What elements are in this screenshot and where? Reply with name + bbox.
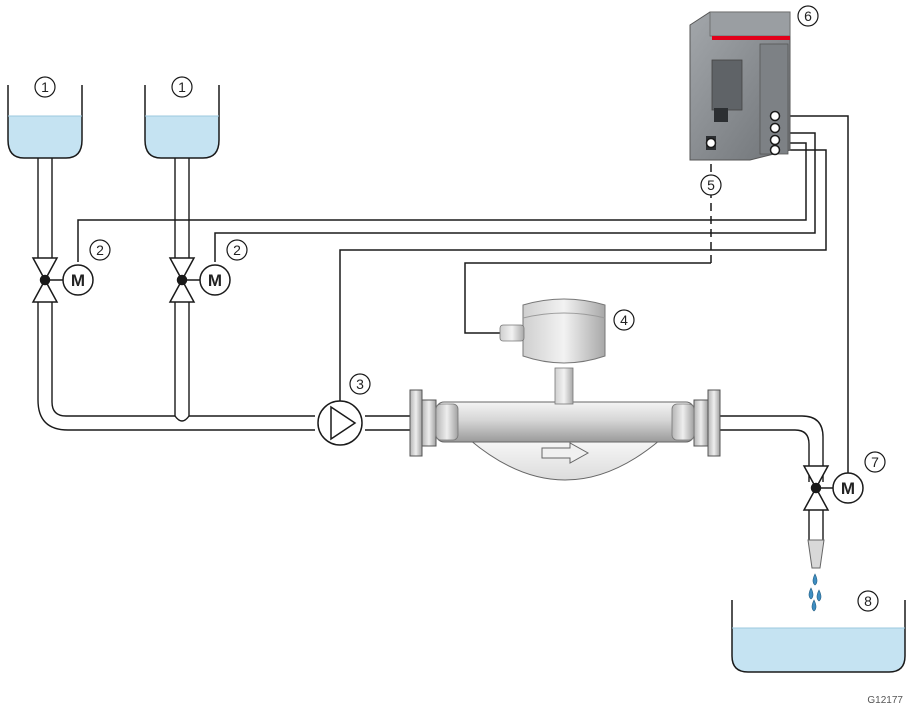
callout-circle-valve-left [89,239,111,261]
callout-number-receiving-tank: 8 [864,593,872,609]
callouts [34,5,886,612]
plc-terminal-2 [769,122,781,134]
flange-right-inner [693,399,709,447]
motor-label-right: M [208,271,222,290]
tank-left-outline [7,85,83,159]
callout-circle-valve-right [226,239,248,261]
valve-right-motor [199,264,231,296]
plc-top-strip [709,11,791,37]
pipe-meter-outlet [720,415,824,482]
plc-terminal-1 [769,110,781,122]
plc-display-panel [711,59,743,111]
pipe-to-nozzle [808,505,824,540]
drop-4 [811,599,817,612]
valve-right-pivot [176,274,188,286]
flow-direction-arrow-icon [541,442,590,464]
figure-id: G12177 [867,695,903,706]
plc-ethernet-port [714,108,728,122]
plc-terminal-3 [769,134,781,146]
receiving-tank [731,600,906,673]
meter-bowl-housing [468,439,662,481]
signal-line-transmitter [464,262,711,334]
pipe-tank2-down [174,158,190,258]
coriolis-flowmeter [409,298,721,481]
callout-circle-tank-left [34,76,56,98]
transmitter-head [522,298,606,364]
motor-label-dosing: M [841,479,855,498]
callout-number-pump: 3 [356,376,364,392]
callout-circle-pump [349,373,371,395]
dosing-nozzle [807,539,825,569]
valve-left-pivot [39,274,51,286]
plc-controller [689,11,791,161]
callout-circle-tank-right [171,76,193,98]
signal-line-valve-left [77,142,807,262]
meter-tube-body [435,401,695,443]
callout-circle-signal-input [700,174,722,196]
tank-right-liquid [145,116,219,158]
supply-tank-left [7,85,83,159]
pipe-main-left-inner [51,302,175,417]
callout-number-valve-left: 2 [96,242,104,258]
drop-1 [812,573,818,586]
motor-valve-left [31,257,94,303]
signal-line-pump [339,149,827,403]
callout-circle-transmitter [613,309,635,331]
transmitter-cap-ridge [522,312,606,319]
pipe-pump-to-meter [365,415,410,431]
signal-line-valve-right [214,132,816,262]
callout-circle-controller [797,5,819,27]
callout-circle-dosing-valve [864,451,886,473]
pipe-main-left [37,302,315,431]
drop-2 [808,587,814,600]
signal-lines [77,115,849,478]
motor-valve-dosing [802,465,864,511]
callout-number-controller: 6 [804,8,812,24]
pipe-tank1-down [37,158,53,258]
meter-tube-collar-right [671,403,695,441]
callout-number-transmitter: 4 [620,312,628,328]
pump [317,400,363,446]
drop-3 [816,589,822,602]
callout-number-dosing-valve: 7 [871,454,879,470]
flange-left-inner [421,399,437,447]
flange-right-outer [707,389,721,457]
tank-right-outline [144,85,220,159]
liquid-drops [808,573,822,612]
valve-left-motor [62,264,94,296]
supply-tank-right [144,85,220,159]
tank-left-liquid [8,116,82,158]
meter-tube-collar-left [435,403,459,441]
transmitter-cable-gland [499,324,525,342]
flange-left-outer [409,389,423,457]
valve-dosing-motor [832,472,864,504]
meter-neck [554,367,574,405]
callout-number-tank-right: 1 [178,79,186,95]
motor-label-left: M [71,271,85,290]
callout-number-valve-right: 2 [233,242,241,258]
plc-input-terminal [705,137,717,149]
pipes [37,158,824,540]
pipe-junction-cap [174,415,190,422]
receiving-tank-liquid [732,628,905,672]
valve-dosing-pivot [810,482,822,494]
callout-number-tank-left: 1 [41,79,49,95]
signal-line-dosing-valve [778,115,849,478]
pump-triangle-icon [330,405,357,441]
callout-circle-receiving-tank [857,590,879,612]
motor-valve-right [168,257,231,303]
pipe-tank2-junction [174,302,190,416]
plc-brand-strip [712,36,790,40]
callout-number-signal-input: 5 [707,177,715,193]
plc-terminal-4 [769,144,781,156]
receiving-tank-outline [731,600,906,673]
